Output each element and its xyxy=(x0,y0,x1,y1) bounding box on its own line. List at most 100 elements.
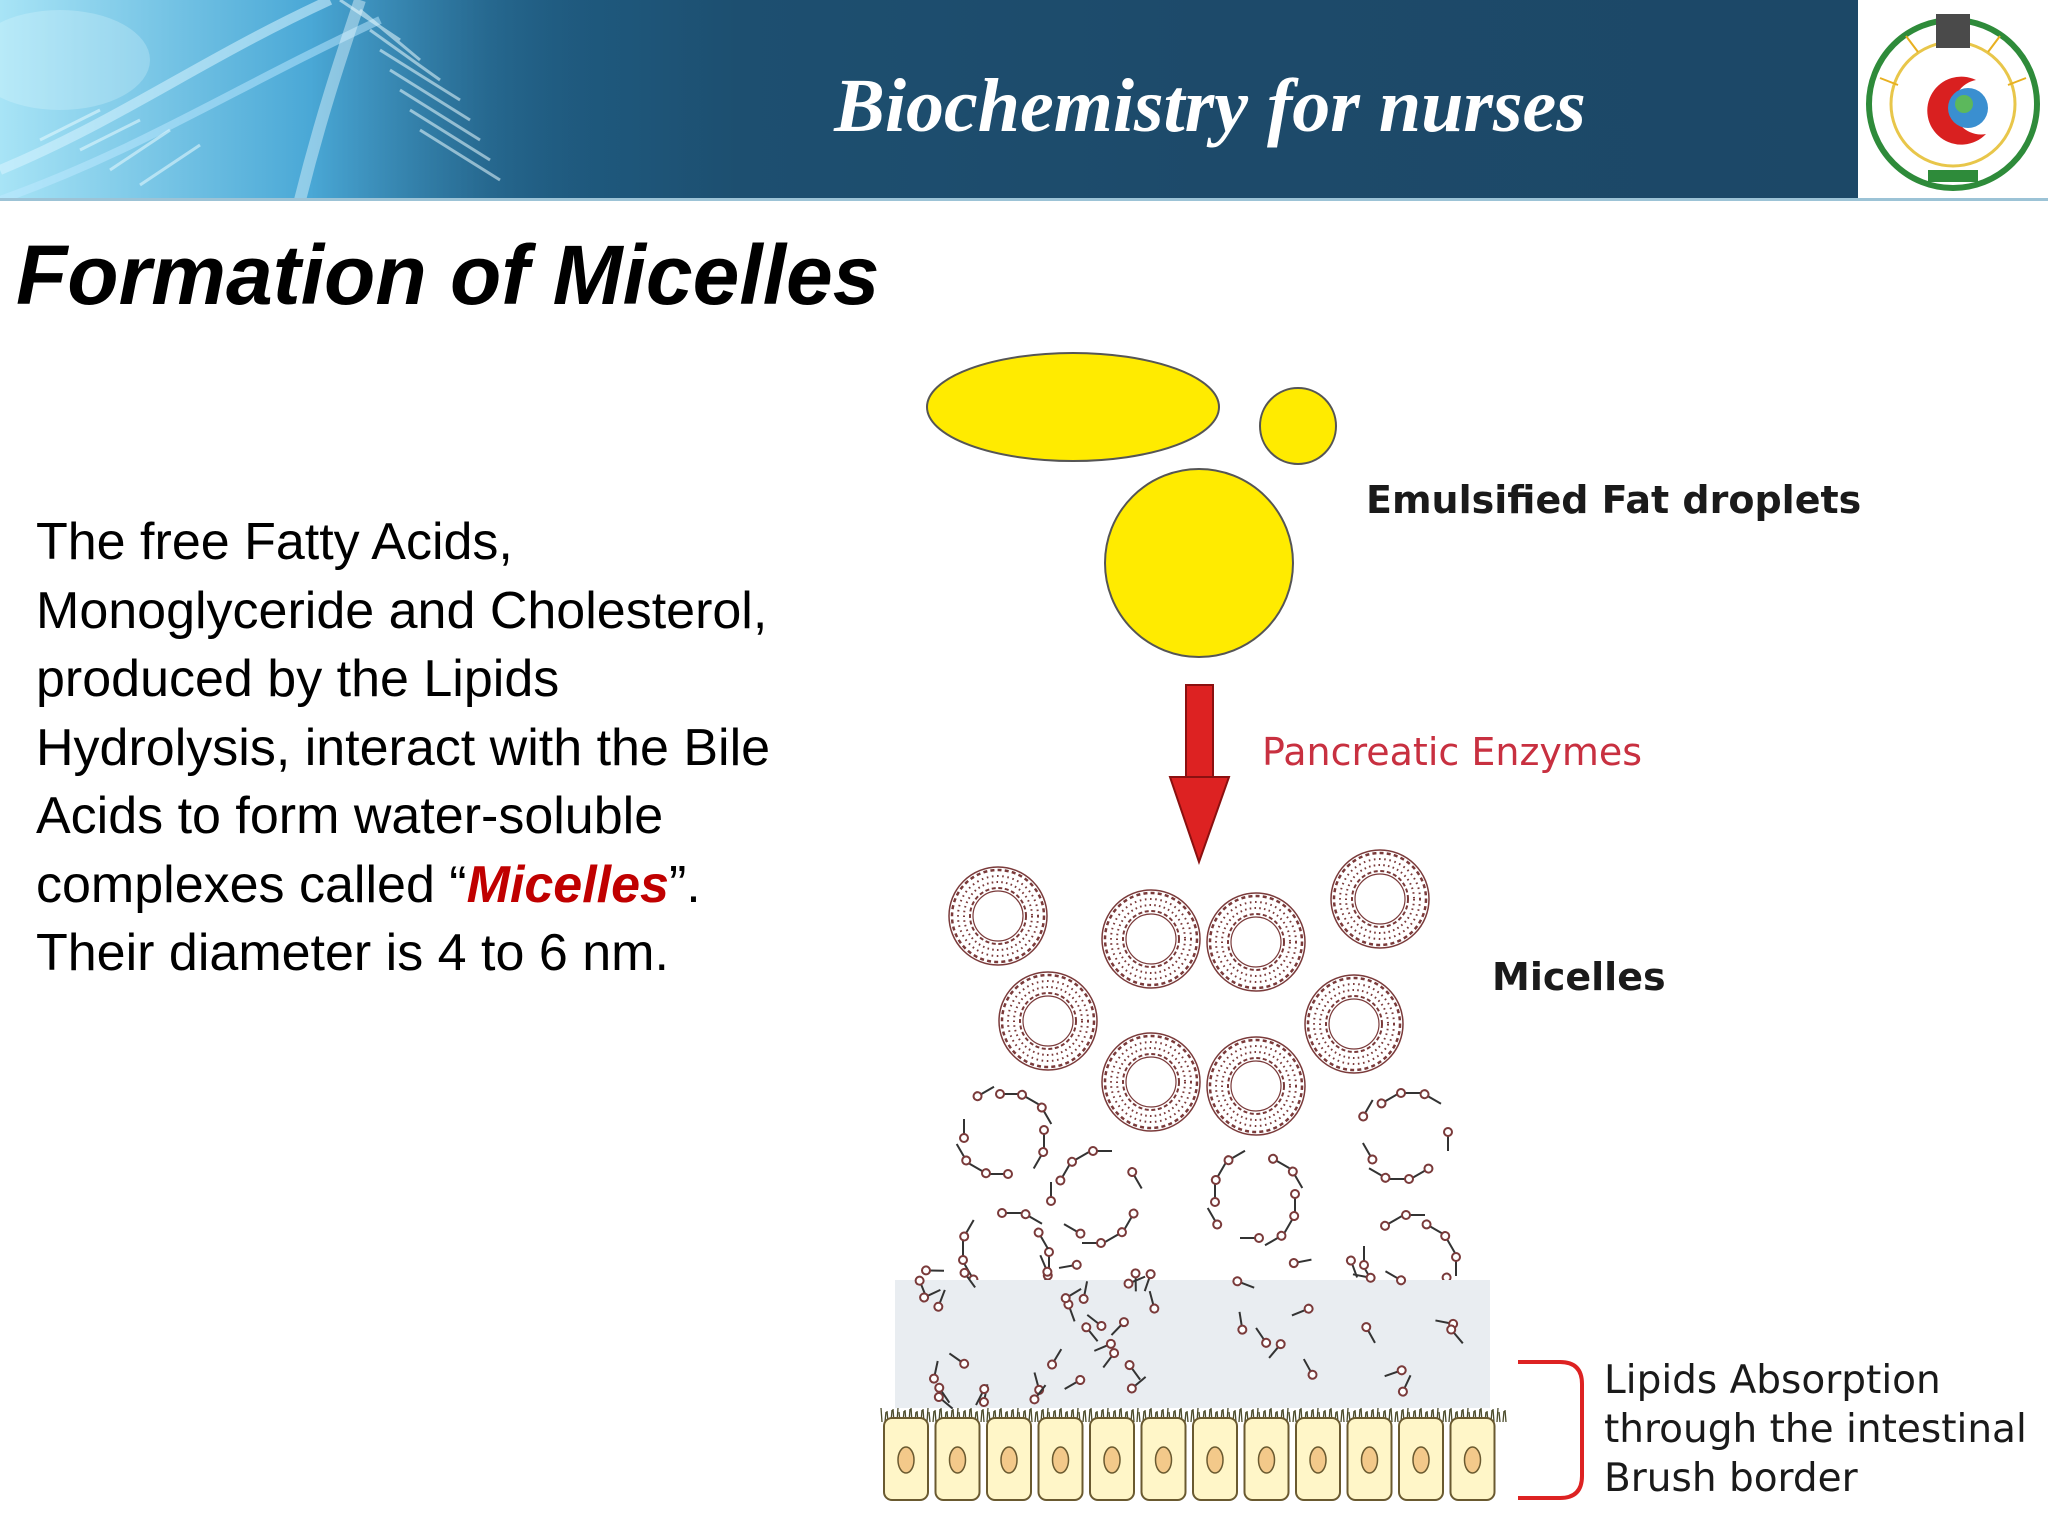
enterocyte-cell xyxy=(1140,1417,1187,1501)
lipid-molecule xyxy=(997,1208,1021,1218)
lipid-molecule xyxy=(928,1360,939,1384)
slide-title: Formation of Micelles xyxy=(16,228,880,322)
down-arrow-icon xyxy=(1168,684,1231,866)
lipid-molecule xyxy=(1287,1166,1304,1189)
lipid-molecule xyxy=(1223,1149,1246,1166)
fat-droplets xyxy=(926,352,1337,658)
header-banner: Biochemistry for nurses xyxy=(0,0,2048,200)
lipid-molecule xyxy=(1210,1163,1227,1185)
lipid-molecule xyxy=(919,1288,941,1303)
absorption-label-line: Brush border xyxy=(1604,1456,1858,1501)
course-title: Biochemistry for nurses xyxy=(834,64,1586,148)
body-line: Monoglyceride and Cholesterol, xyxy=(36,581,768,640)
lipid-molecule xyxy=(1143,1269,1156,1292)
lipid-molecule xyxy=(1290,1189,1300,1213)
lipid-molecule xyxy=(969,1162,991,1179)
lipid-molecule xyxy=(1288,1258,1312,1269)
lipid-molecule xyxy=(1127,1167,1143,1189)
enterocyte-cell xyxy=(1295,1417,1341,1501)
lipid-molecule xyxy=(1124,1360,1141,1381)
enzymes-label: Pancreatic Enzymes xyxy=(1262,730,1643,774)
body-text-run: ”. xyxy=(668,855,701,914)
lipid-molecule xyxy=(1093,1338,1116,1352)
lipid-molecule xyxy=(1088,1146,1112,1156)
lipid-molecule xyxy=(1064,1375,1086,1390)
body-line: Acids to form water-soluble xyxy=(36,787,664,845)
enterocyte-cell xyxy=(1192,1417,1238,1501)
lipid-molecule xyxy=(1148,1290,1160,1314)
lipid-molecule xyxy=(1017,1089,1039,1106)
body-line: Their diameter is 4 to 6 nm. xyxy=(36,924,669,982)
lipid-molecule xyxy=(933,1392,954,1410)
lipid-molecule xyxy=(914,1275,928,1298)
lipid-molecule xyxy=(1443,1127,1453,1151)
lipid-molecule xyxy=(1380,1215,1402,1231)
lipid-molecule xyxy=(1110,1317,1129,1336)
lipid-molecule xyxy=(1384,1270,1407,1286)
body-line: produced by the Lipids xyxy=(36,650,560,708)
lipid-molecule xyxy=(1036,1102,1053,1125)
lipid-molecule xyxy=(975,1384,990,1406)
lipid-molecule xyxy=(1210,1183,1220,1207)
lipid-molecule xyxy=(1421,1219,1444,1235)
lipid-molecule xyxy=(1082,1238,1106,1248)
lipid-molecule xyxy=(1419,1089,1442,1105)
lipid-molecule xyxy=(1358,1099,1374,1122)
lipid-molecule xyxy=(934,1382,951,1404)
lipid-molecule xyxy=(1359,1246,1369,1270)
lipid-molecule xyxy=(1058,1259,1082,1270)
lipid-molecule xyxy=(989,1169,1013,1179)
lipid-molecule xyxy=(1020,1209,1043,1225)
lipid-molecule xyxy=(959,1267,976,1289)
header-divider xyxy=(0,198,2048,201)
lipid-molecule xyxy=(1232,1276,1255,1289)
enterocyte-cell xyxy=(1089,1417,1135,1501)
lipid-molecule xyxy=(1039,1125,1049,1149)
lipid-molecule xyxy=(972,1085,995,1102)
enterocyte-cell xyxy=(1398,1417,1444,1501)
lipid-molecule xyxy=(1126,1376,1147,1394)
lipid-molecule xyxy=(1302,1358,1318,1380)
lipid-molecule xyxy=(959,1119,969,1143)
intestinal-cells xyxy=(883,1417,1496,1501)
micelles-highlight: Micelles xyxy=(466,855,669,914)
absorption-bracket xyxy=(1518,1360,1584,1500)
lipid-molecule xyxy=(1396,1088,1420,1098)
lipid-molecule xyxy=(1411,1163,1434,1179)
lipid-molecule xyxy=(921,1265,945,1276)
logo-container xyxy=(1858,0,2048,198)
lipid-molecule xyxy=(1055,1163,1071,1186)
lipid-molecule xyxy=(1032,1147,1049,1169)
body-paragraph: The free Fatty Acids, Monoglyceride and … xyxy=(36,508,866,988)
lipid-molecule xyxy=(933,1289,946,1312)
lipid-molecule xyxy=(1047,1348,1063,1370)
lipid-molecule xyxy=(1039,1254,1053,1277)
lipid-molecule xyxy=(1401,1210,1425,1220)
enterocyte-cell xyxy=(1449,1417,1496,1501)
enterocyte-cell xyxy=(1037,1417,1084,1501)
absorption-label-line: through the intestinal xyxy=(1604,1407,2027,1452)
lipid-molecule xyxy=(959,1219,975,1242)
lipid-molecule xyxy=(1067,1151,1089,1167)
lipid-molecule xyxy=(1440,1231,1456,1253)
lipid-molecule xyxy=(1255,1327,1272,1348)
lipid-molecule xyxy=(1102,1348,1120,1369)
lipid-molecule xyxy=(1046,1182,1056,1206)
body-text-run: complexes called “ xyxy=(36,855,467,914)
enterocyte-cell xyxy=(1346,1417,1393,1501)
unstirred-water-layer xyxy=(895,1280,1490,1408)
lipid-molecule xyxy=(1264,1230,1287,1247)
body-line: The free Fatty Acids, xyxy=(36,513,513,571)
lipid-molecule xyxy=(1105,1227,1127,1243)
lipid-molecule xyxy=(1029,1384,1047,1405)
lipid-molecule xyxy=(1060,1288,1082,1304)
lipid-molecule xyxy=(1368,1167,1391,1183)
lipid-molecule xyxy=(1376,1093,1399,1109)
lipid-molecule xyxy=(948,1352,970,1369)
enterocyte-cell xyxy=(1243,1417,1290,1501)
faculty-seal-icon xyxy=(1866,14,2040,191)
droplets-label: Emulsified Fat droplets xyxy=(1366,478,1862,522)
lipid-molecule xyxy=(1206,1207,1223,1230)
free-lipid-molecules xyxy=(914,1254,1464,1410)
lipid-molecule xyxy=(1291,1303,1314,1317)
